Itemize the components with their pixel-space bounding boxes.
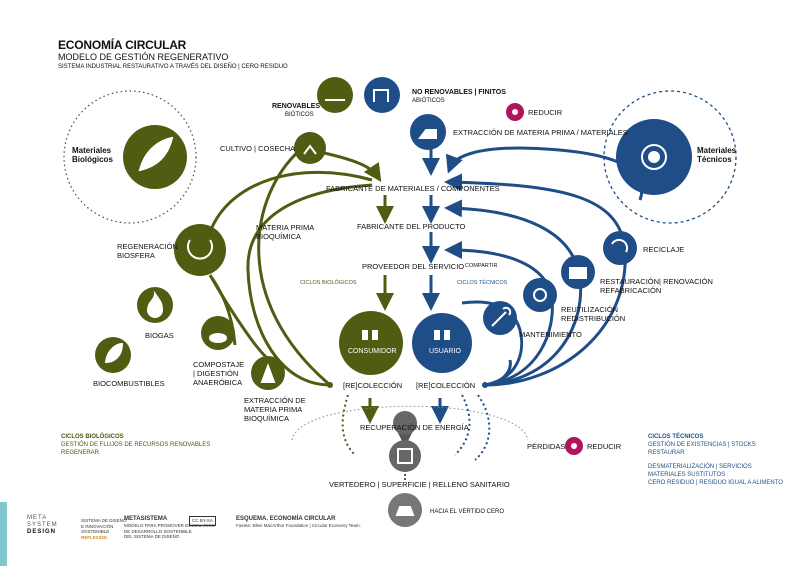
landfill-icon <box>397 448 413 464</box>
consumidor-node <box>339 311 403 375</box>
side-accent-bar <box>0 502 7 566</box>
legend-bio: CICLOS BIOLÓGICOS GESTIÓN DE FLUJOS DE R… <box>61 434 211 456</box>
footer-col-1: SISTEMA DE DISEÑO E INNOVACIÓN SOSTENIBL… <box>81 518 127 540</box>
mantenimiento-label: MANTENIMIENTO <box>519 330 582 339</box>
bio-hub-ring <box>63 90 197 224</box>
vertido-cero-label: HACIA EL VERTIDO CERO <box>430 509 505 515</box>
renovables-label: RENOVABLES <box>272 103 321 110</box>
harvest-icon <box>303 144 317 155</box>
cc-license-badge: CC BY-SA <box>189 516 216 526</box>
usuario-label: USUARIO <box>429 348 461 355</box>
ciclos-bio-label: CICLOS BIOLÓGICOS <box>300 280 357 286</box>
perdidas-label: PÉRDIDAS <box>527 442 566 451</box>
regeneracion-node <box>174 224 226 276</box>
brand-logo: META SYSTEM DESIGN <box>27 515 58 535</box>
no-renovables-label: NO RENOVABLES | FINITOS <box>412 89 506 96</box>
consumer-person-icon <box>362 330 368 340</box>
recoleccion-tec-label: [RE]COLECCIÓN <box>416 381 476 390</box>
compost-icon <box>209 333 227 343</box>
page-title: ECONOMÍA CIRCULAR <box>58 38 187 52</box>
tec-hub-ring <box>603 90 737 224</box>
gear-icon <box>641 144 667 170</box>
biogas-label: BIOGAS <box>145 331 174 340</box>
page-tagline: SISTEMA INDUSTRIAL RESTAURATIVO A TRAVÉS… <box>58 64 288 70</box>
reciclaje-node <box>603 231 637 265</box>
legend-tec: CICLOS TÉCNICOS GESTIÓN DE EXISTENCIAS |… <box>648 434 783 486</box>
footer-col-3: ESQUEMA. ECONOMÍA CIRCULAR Fuente: Ellen… <box>236 516 361 528</box>
fabricante-materiales-label: FABRICANTE DE MATERIALES / COMPONENTES <box>326 184 500 193</box>
leaf-icon <box>138 136 174 172</box>
abioticos-label: ABIÓTICOS <box>412 98 445 104</box>
truck-icon <box>418 129 437 139</box>
globe-icon <box>187 239 213 260</box>
biocombustibles-label: BIOCOMBUSTIBLES <box>93 379 165 388</box>
consumidor-label: CONSUMIDOR <box>348 348 397 355</box>
wrench-icon <box>491 306 512 327</box>
reducir-bottom-label: REDUCIR <box>587 442 622 451</box>
zero-waste-icon <box>395 506 415 516</box>
vertedero-node <box>389 440 421 472</box>
footer-col-2: METASISTEMA MODELO PARA PROMOVER ESCENAR… <box>124 516 215 539</box>
ciclos-tec-label: CICLOS TÉCNICOS <box>457 280 508 286</box>
reciclaje-label: RECICLAJE <box>643 245 685 254</box>
usuario-node <box>412 313 472 373</box>
renovables-node <box>317 77 353 113</box>
page-subtitle: MODELO DE GESTIÓN REGENERATIVO <box>58 52 229 62</box>
extraccion-label: EXTRACCIÓN DE MATERIA PRIMA / MATERIALES <box>453 128 628 137</box>
compartir-label: COMPARTIR <box>465 263 498 269</box>
cultivo-label: CULTIVO | COSECHA <box>220 144 296 153</box>
fabricante-producto-label: FABRICANTE DEL PRODUCTO <box>357 222 466 231</box>
recuperacion-label: RECUPERACIÓN DE ENERGÍA <box>360 423 469 432</box>
cultivo-node <box>294 132 326 164</box>
user-person-icon <box>434 330 440 340</box>
share-icon <box>533 288 547 302</box>
flask-icon <box>260 363 276 383</box>
recoleccion-bio-label: [RE]COLECCIÓN <box>343 381 403 390</box>
pump-icon <box>373 89 389 102</box>
reducir-top-label: REDUCIR <box>528 108 563 117</box>
flame-icon <box>146 290 164 318</box>
vertedero-label: VERTEDERO | SUPERFICIE | RELLENO SANITAR… <box>329 480 510 489</box>
proveedor-label: PROVEEDOR DEL SERVICIO <box>362 262 465 271</box>
reutilizacion-node <box>523 278 557 312</box>
biofuel-leaf-icon <box>104 342 124 364</box>
no-renovables-node <box>364 77 400 113</box>
bioticos-label: BIÓTICOS <box>285 112 314 118</box>
factory-icon <box>569 267 587 279</box>
recycle-icon <box>611 238 629 253</box>
